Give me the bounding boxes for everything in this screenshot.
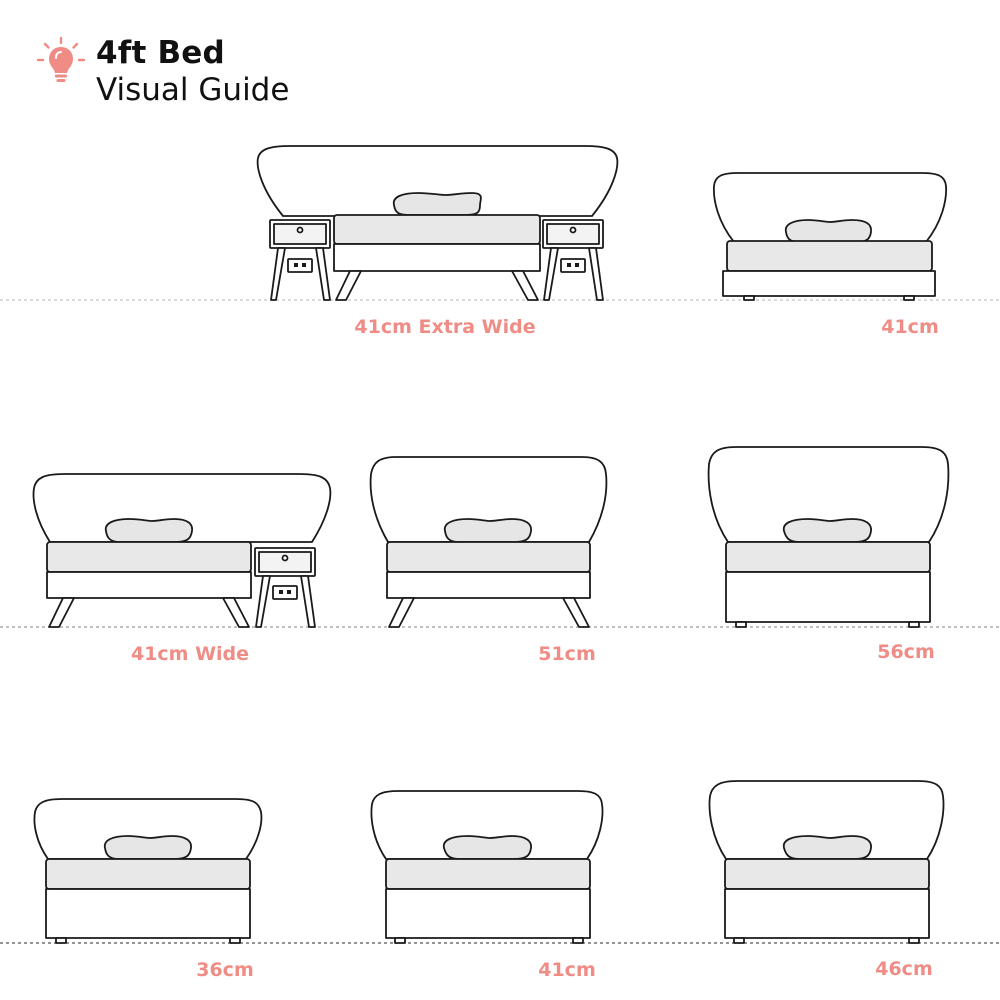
bed-foot-right [909,938,919,943]
bed-base [723,271,935,296]
bed-caption-divan-low: 41cm [881,316,939,338]
bed-base [386,889,590,938]
bed-foot-left [734,938,744,943]
power-socket-right [561,259,585,272]
bed-base [725,889,929,938]
headboard [714,173,946,242]
bed-foot-left [56,938,66,943]
bed-base [47,572,251,598]
bed-base [726,572,930,622]
bed-caption-36cm: 36cm [196,959,254,981]
bed-foot-right [573,938,583,943]
bed-base [387,572,590,598]
bed-leg-right [563,598,589,627]
bed-leg-right [223,598,249,627]
bed-foot-left [736,622,746,627]
bed-foot-left [395,938,405,943]
bed-caption-wide: 41cm Wide [130,643,250,665]
bed-base [46,889,250,938]
bed-leg-left [389,598,414,627]
bed-caption-41cm: 41cm [538,959,596,981]
bed-caption-extra-wide: 41cm Extra Wide [354,316,536,338]
lightbulb-icon [36,36,86,82]
bed-leg-left [336,271,361,300]
power-socket [273,586,297,599]
bed-leg-right [512,271,538,300]
bed-foot-right [230,938,240,943]
bed-foot-right [904,296,914,300]
page-title: 4ft Bed [96,35,225,71]
headboard [371,457,607,542]
mattress [725,859,929,889]
headboard [710,781,944,859]
pillow [784,836,871,859]
bed-foot-left [744,296,754,300]
bed-caption-56cm: 56cm [877,641,935,663]
headboard [34,799,261,859]
bed-foot-right [909,622,919,627]
bed-caption-51cm: 51cm [538,643,596,665]
bed-base [334,244,540,271]
headboard [371,791,602,859]
bed-caption-46cm: 46cm [875,958,933,980]
power-socket-left [288,259,312,272]
headboard [258,146,618,216]
bed-leg-left [49,598,74,627]
page-subtitle: Visual Guide [96,72,290,108]
headboard [709,447,949,542]
